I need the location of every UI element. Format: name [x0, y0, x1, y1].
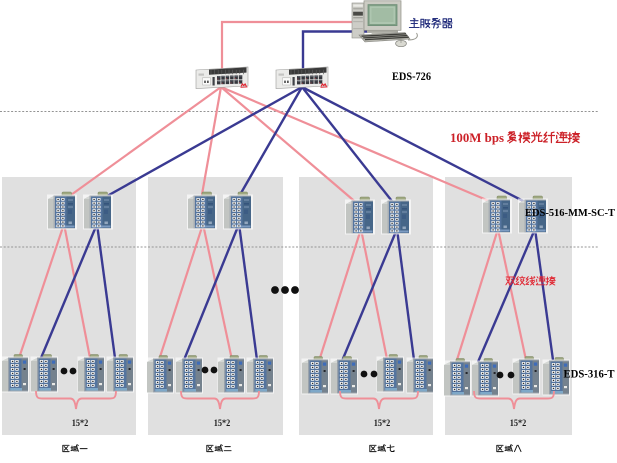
svg-text:EDS-516-MM-SC-T: EDS-516-MM-SC-T [525, 207, 616, 219]
svg-text:EDS-726: EDS-726 [392, 71, 431, 83]
svg-text:15*2: 15*2 [374, 418, 391, 428]
svg-text:15*2: 15*2 [72, 418, 89, 428]
svg-text:100M bps: 100M bps [450, 131, 504, 145]
svg-text:15*2: 15*2 [214, 418, 231, 428]
svg-text:EDS-316-T: EDS-316-T [564, 369, 615, 381]
svg-text:15*2: 15*2 [510, 418, 527, 428]
